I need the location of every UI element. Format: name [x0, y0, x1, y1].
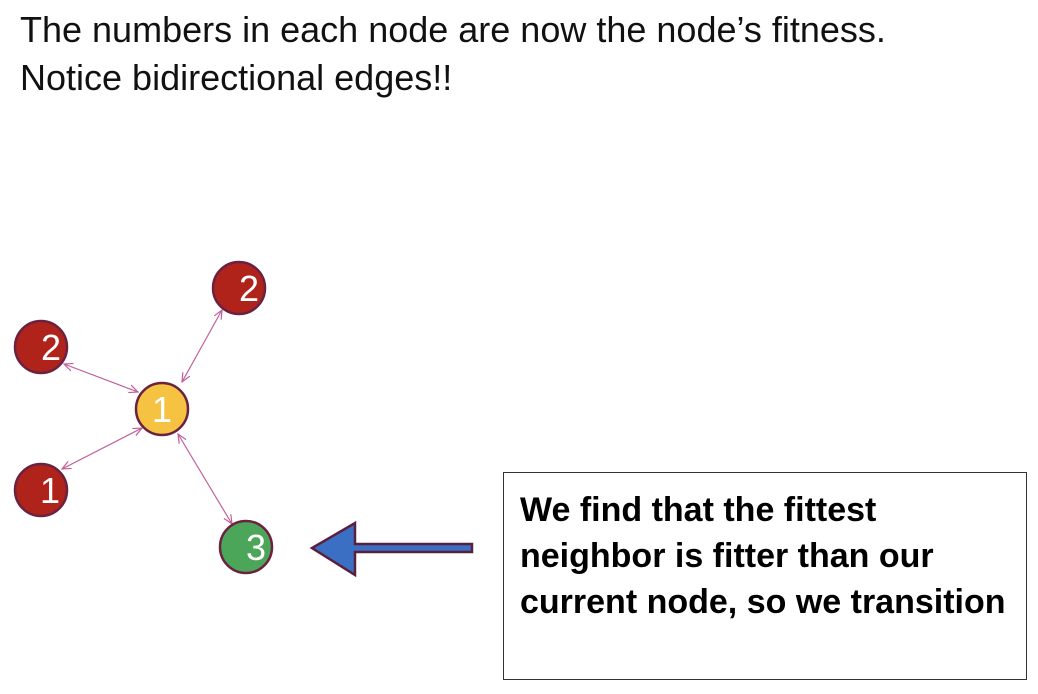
node-top-right-label: 2 — [239, 268, 259, 309]
explanation-callout: We find that the fittest neighbor is fit… — [503, 472, 1027, 680]
edge-center-bottom — [178, 434, 232, 524]
node-bottom-label: 3 — [246, 527, 266, 568]
slide-heading: The numbers in each node are now the nod… — [20, 6, 1030, 102]
node-top-right-circle — [211, 260, 267, 316]
node-left-circle — [13, 319, 69, 375]
node-bottom-left-circle — [13, 462, 69, 518]
node-center-label: 1 — [152, 389, 172, 430]
edge-center-top-right — [182, 310, 222, 382]
node-bottom: 3 — [218, 519, 274, 575]
node-bottom-left: 1 — [13, 462, 69, 518]
node-center: 1 — [134, 381, 190, 437]
node-bottom-circle — [218, 519, 274, 575]
edge-center-bottom-left — [62, 428, 142, 469]
pointer-arrow-icon — [309, 520, 474, 578]
node-center-circle — [134, 381, 190, 437]
edge-center-left — [64, 364, 138, 392]
callout-text: We find that the fittest neighbor is fit… — [520, 491, 1006, 621]
node-left: 2 — [13, 319, 69, 375]
node-left-label: 2 — [41, 327, 61, 368]
node-bottom-left-label: 1 — [40, 470, 60, 511]
heading-line-1: The numbers in each node are now the nod… — [20, 9, 886, 50]
node-top-right: 2 — [211, 260, 267, 316]
heading-line-2: Notice bidirectional edges!! — [20, 57, 453, 98]
